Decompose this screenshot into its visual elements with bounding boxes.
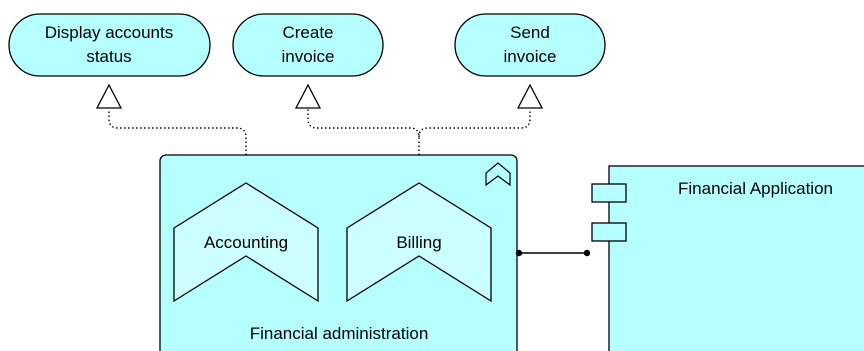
service-label-line1: Display accounts [45, 23, 174, 42]
service-send-invoice[interactable]: Send invoice [454, 13, 606, 77]
realization-line-billing-send [418, 109, 531, 138]
assignment-connector [515, 249, 591, 257]
service-create-invoice[interactable]: Create invoice [232, 13, 384, 77]
assignment-dot-icon [515, 249, 523, 257]
function-accounting[interactable]: Accounting [173, 182, 319, 303]
function-chevron-icon [485, 162, 511, 187]
function-label: Billing [396, 233, 441, 252]
service-display-accounts-status[interactable]: Display accounts status [8, 13, 211, 77]
arrowhead-icon [294, 83, 322, 109]
arrowhead-icon [516, 83, 544, 109]
service-label-line2: status [86, 47, 131, 66]
service-label-line2: invoice [282, 47, 335, 66]
arrowhead-icon [95, 83, 123, 109]
service-label-line1: Create [282, 23, 333, 42]
function-label: Accounting [204, 233, 288, 252]
realization-connectors [108, 109, 531, 183]
application-component-financial-application[interactable]: Financial Application [591, 165, 864, 351]
realization-line-accounting [108, 109, 247, 183]
function-group-label: Financial administration [250, 324, 429, 343]
service-label-line1: Send [510, 23, 550, 42]
component-icon [591, 183, 627, 242]
realization-arrowheads [95, 83, 544, 109]
realization-line-billing-create [307, 109, 420, 183]
assignment-dot-icon [583, 249, 591, 257]
function-billing[interactable]: Billing [346, 182, 492, 303]
service-label-line2: invoice [504, 47, 557, 66]
application-component-label: Financial Application [678, 179, 833, 198]
